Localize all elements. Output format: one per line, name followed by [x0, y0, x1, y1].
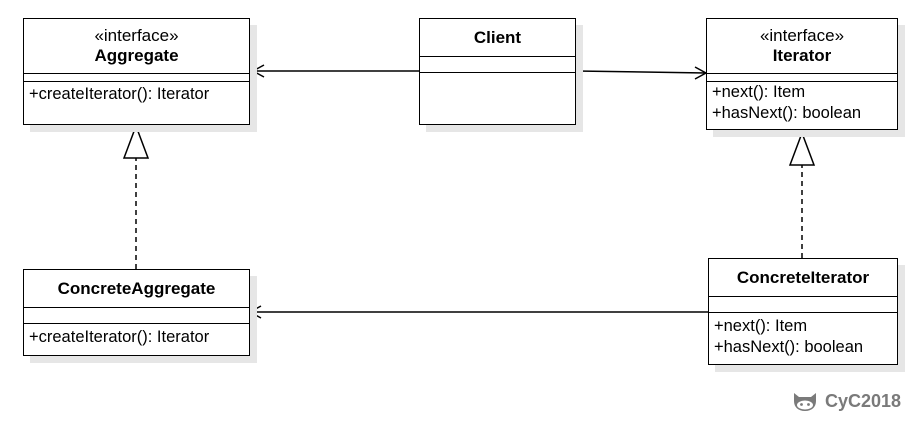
class-name: Client [473, 27, 522, 47]
stereotype-label: «interface» [94, 26, 179, 45]
class-header: ConcreteAggregate [24, 270, 249, 308]
github-octocat-icon [794, 393, 816, 411]
class-name: ConcreteAggregate [57, 278, 216, 298]
iterator-class: «interface» Iterator +next(): Item +hasN… [706, 18, 898, 130]
client-class: Client [419, 18, 576, 125]
attributes-compartment [420, 57, 575, 73]
operation: +next(): Item [714, 317, 808, 335]
open-arrowhead [251, 64, 265, 78]
aggregate-class: «interface» Aggregate +createIterator():… [23, 18, 250, 125]
concrete-aggregate-class: ConcreteAggregate +createIterator(): Ite… [23, 269, 250, 356]
hollow-triangle-arrowhead [788, 130, 816, 166]
attributes-compartment [709, 297, 897, 313]
operations-compartment: +next(): Item +hasNext(): boolean [707, 82, 897, 126]
operations-compartment: +createIterator(): Iterator [24, 82, 249, 107]
operations-compartment: +createIterator(): Iterator [24, 324, 249, 350]
client-to-iterator-edge [575, 70, 707, 74]
watermark: CyC2018 [791, 390, 901, 412]
class-header: Client [420, 19, 575, 57]
attributes-compartment [24, 308, 249, 324]
operation: +hasNext(): boolean [712, 104, 862, 122]
watermark-text: CyC2018 [825, 390, 902, 411]
operation: +hasNext(): boolean [714, 338, 864, 356]
operation: +next(): Item [712, 83, 806, 101]
stereotype-label: «interface» [759, 26, 845, 45]
operations-compartment: +next(): Item +hasNext(): boolean [709, 313, 897, 360]
class-header: ConcreteIterator [709, 259, 897, 297]
operation: +createIterator(): Iterator [29, 328, 210, 346]
open-arrowhead [248, 305, 262, 319]
class-name: Iterator [772, 46, 832, 65]
class-header: «interface» Aggregate [24, 19, 249, 74]
attributes-compartment [707, 74, 897, 82]
class-name: ConcreteIterator [736, 267, 870, 287]
hollow-triangle-arrowhead [122, 123, 150, 159]
attributes-compartment [24, 74, 249, 82]
class-header: «interface» Iterator [707, 19, 897, 74]
operation: +createIterator(): Iterator [29, 85, 210, 103]
class-name: Aggregate [94, 46, 179, 65]
concrete-iterator-class: ConcreteIterator +next(): Item +hasNext(… [708, 258, 898, 365]
